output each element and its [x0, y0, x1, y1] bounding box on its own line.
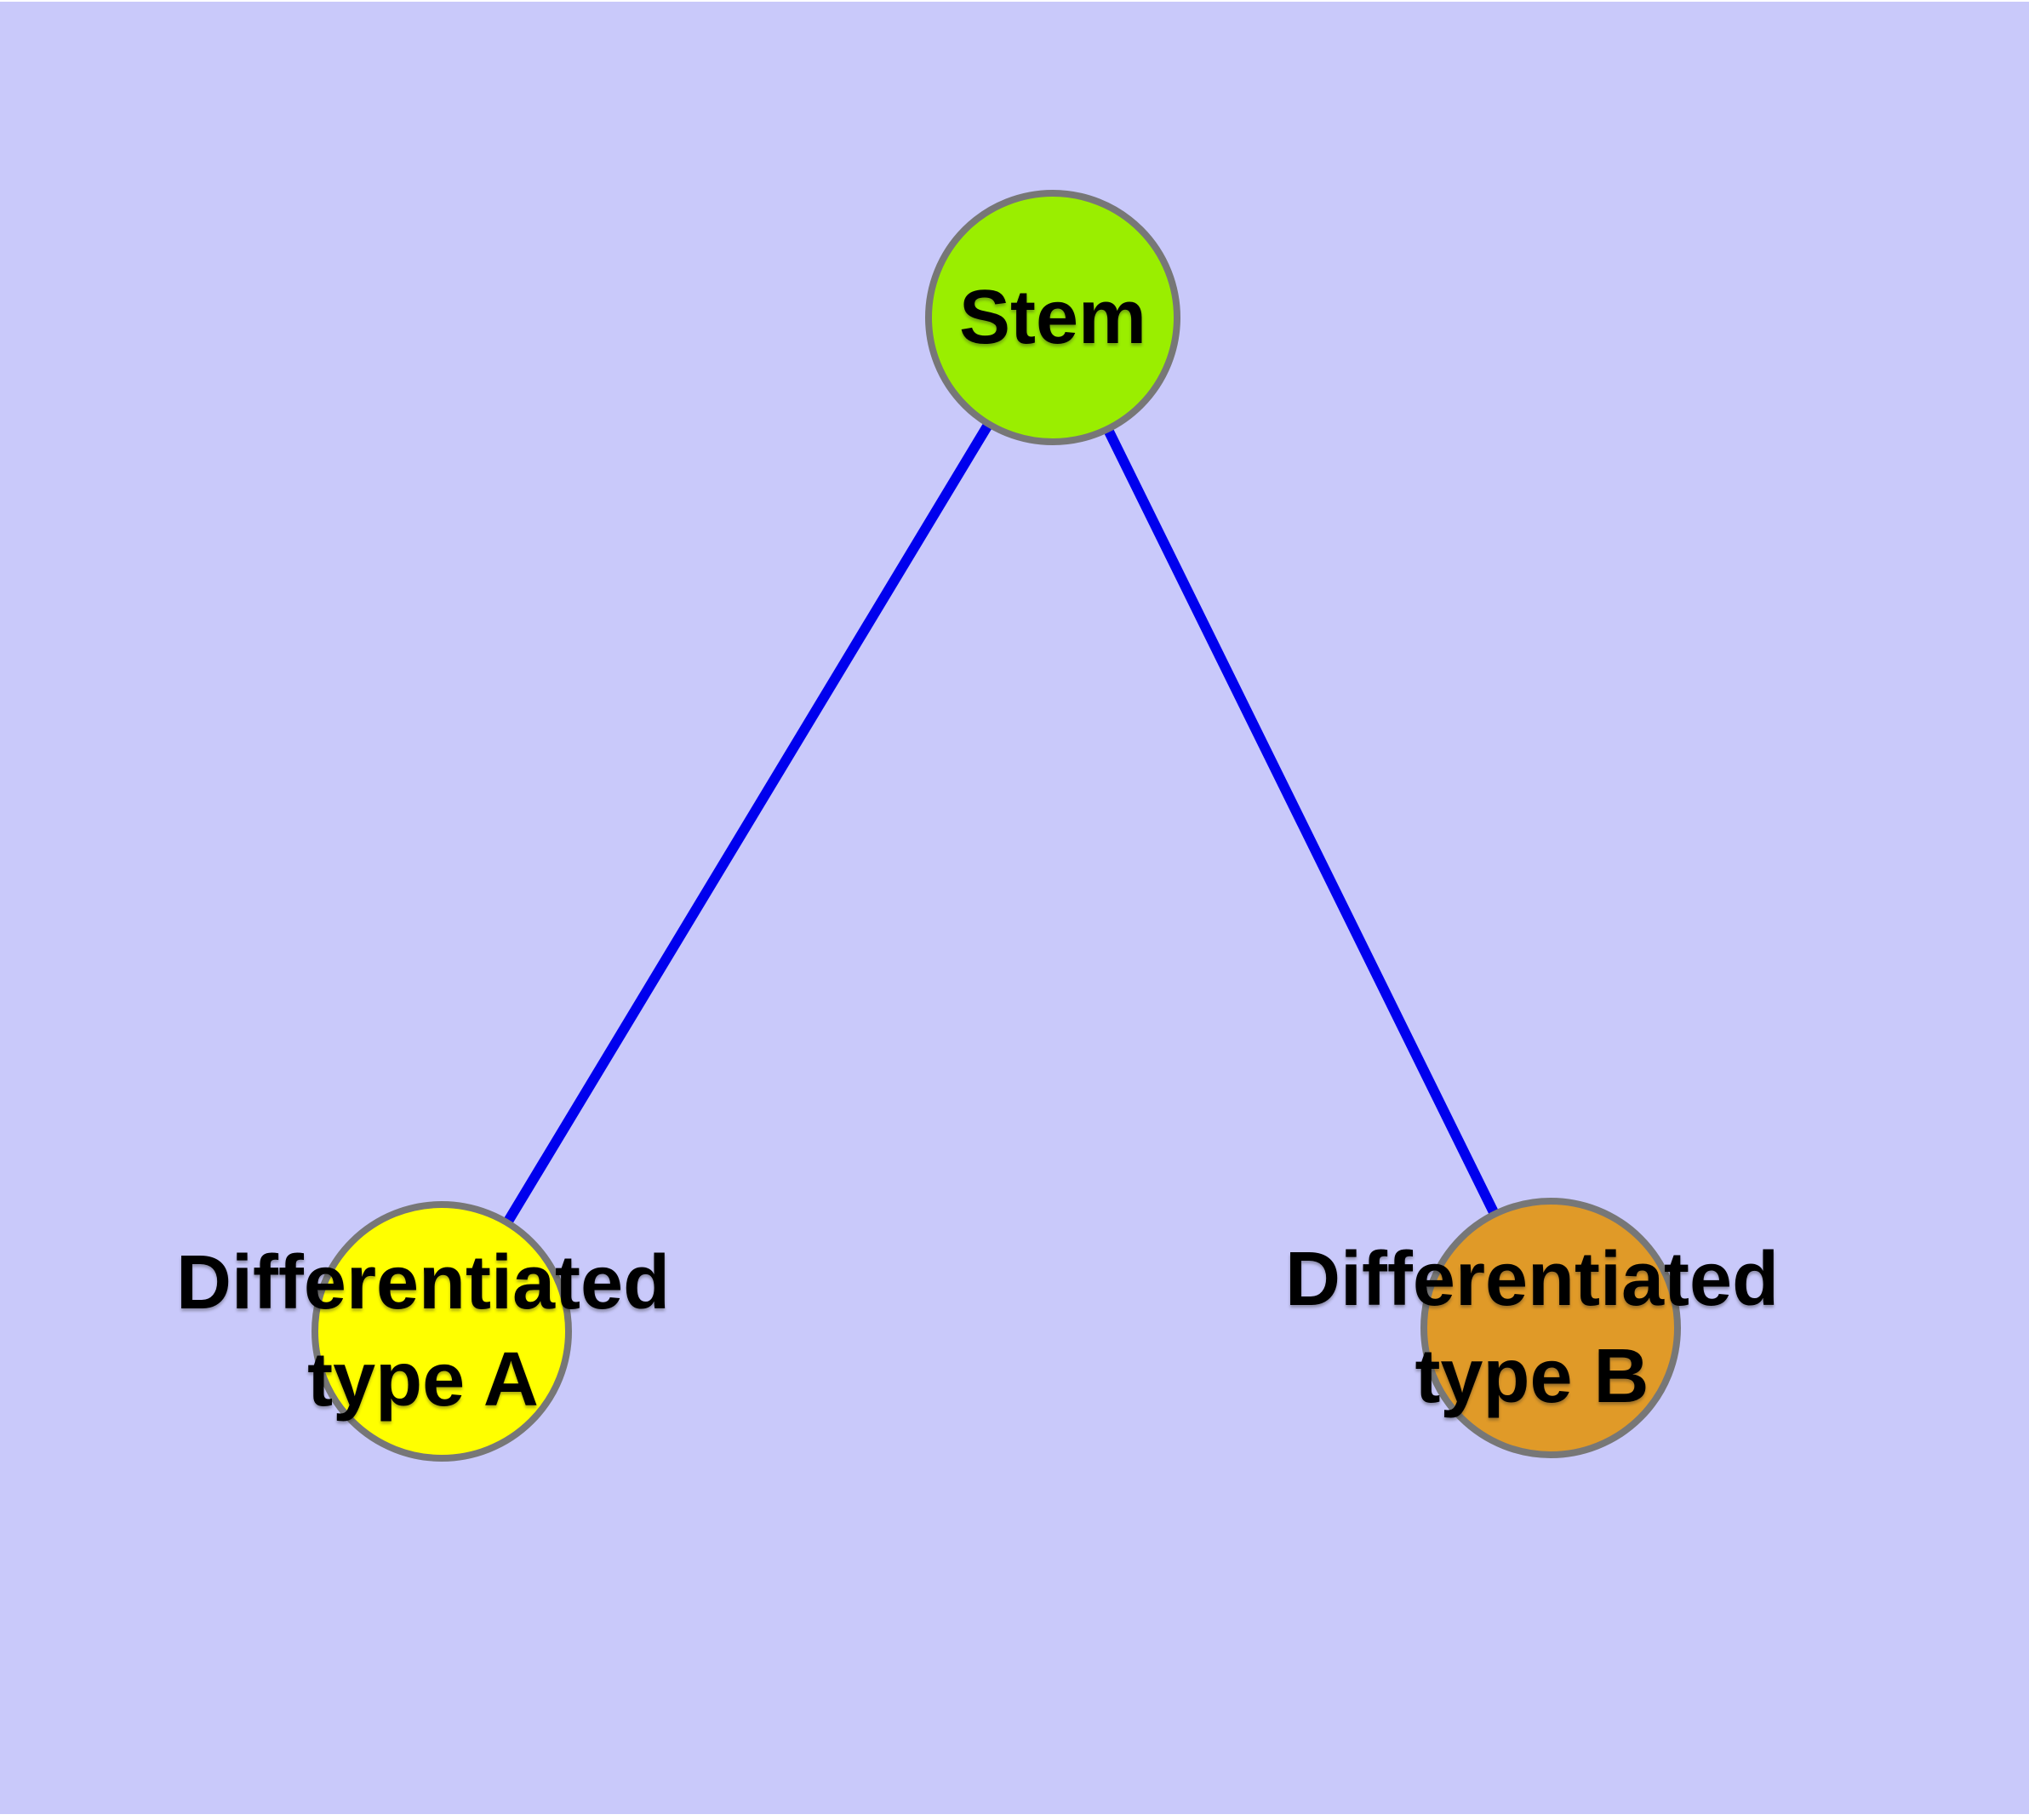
node-stem-label: Stem	[958, 275, 1147, 360]
node-differentiated-type-a[interactable]: Differentiated type A	[176, 1201, 670, 1462]
node-differentiated-type-b-label: Differentiated type B	[1284, 1237, 1780, 1419]
edge-stem-to-type-a	[437, 314, 1058, 1335]
node-stem[interactable]: Stem	[925, 190, 1180, 445]
node-differentiated-type-a-label: Differentiated type A	[175, 1240, 671, 1422]
node-differentiated-type-b[interactable]: Differentiated type B	[1285, 1198, 1779, 1458]
edge-stem-to-type-b	[1048, 315, 1556, 1331]
